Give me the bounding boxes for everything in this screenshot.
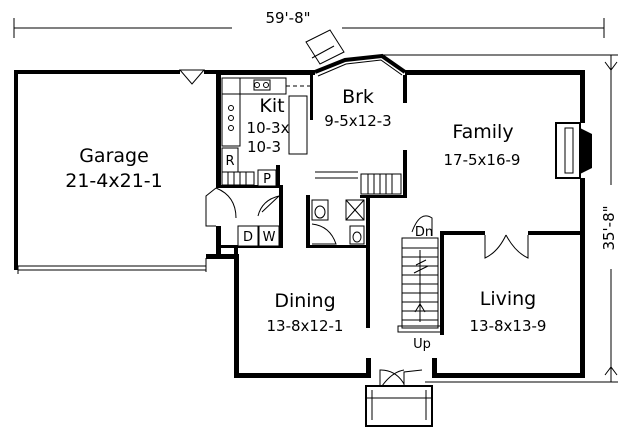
dryer	[237, 225, 259, 247]
breakfast-name: Brk	[342, 86, 374, 108]
pantry-label: P	[263, 172, 271, 187]
laundry-door-swings	[205, 187, 280, 227]
overall-depth-label: 35'-8"	[600, 205, 618, 250]
breakfast-bay-window	[314, 53, 407, 74]
garage-name: Garage	[79, 145, 149, 167]
dining-name: Dining	[274, 290, 335, 312]
exterior-walls	[221, 70, 585, 378]
front-door-swing	[379, 369, 405, 386]
bay-door-swing	[305, 29, 345, 65]
garage-door-opening	[17, 258, 207, 274]
dining-size: 13-8x12-1	[267, 317, 344, 335]
kitchen-counters	[221, 77, 314, 155]
family-name: Family	[452, 121, 513, 143]
living-size: 13-8x13-9	[470, 317, 547, 335]
stair-up-label: Up	[413, 337, 431, 352]
kitchen-size-line2: 10-3	[247, 138, 281, 156]
garage-size: 21-4x21-1	[65, 170, 163, 192]
washer	[258, 225, 280, 247]
living-french-doors	[484, 234, 529, 259]
front-porch	[365, 369, 433, 427]
breakfast-size: 9-5x12-3	[324, 112, 391, 130]
garage-entry-door-swing	[178, 69, 206, 85]
stair-down-label: Dn	[415, 225, 433, 240]
refrigerator-label: R	[225, 154, 234, 169]
kitchen-name: Kit	[259, 95, 284, 117]
living-name: Living	[480, 288, 537, 310]
family-size: 17-5x16-9	[444, 151, 521, 169]
powder-room	[311, 199, 365, 245]
staircase	[397, 215, 443, 333]
laundry-shelf	[221, 171, 255, 186]
dryer-label: D	[243, 230, 253, 245]
hall-closet	[360, 173, 402, 195]
washer-label: W	[263, 230, 276, 245]
hall-opening	[315, 171, 358, 179]
garage-walls	[14, 70, 238, 270]
pantry	[257, 169, 277, 187]
overall-width-label: 59'-8"	[265, 9, 310, 27]
fireplace	[555, 122, 592, 179]
kitchen-size-line1: 10-3x	[247, 119, 290, 137]
